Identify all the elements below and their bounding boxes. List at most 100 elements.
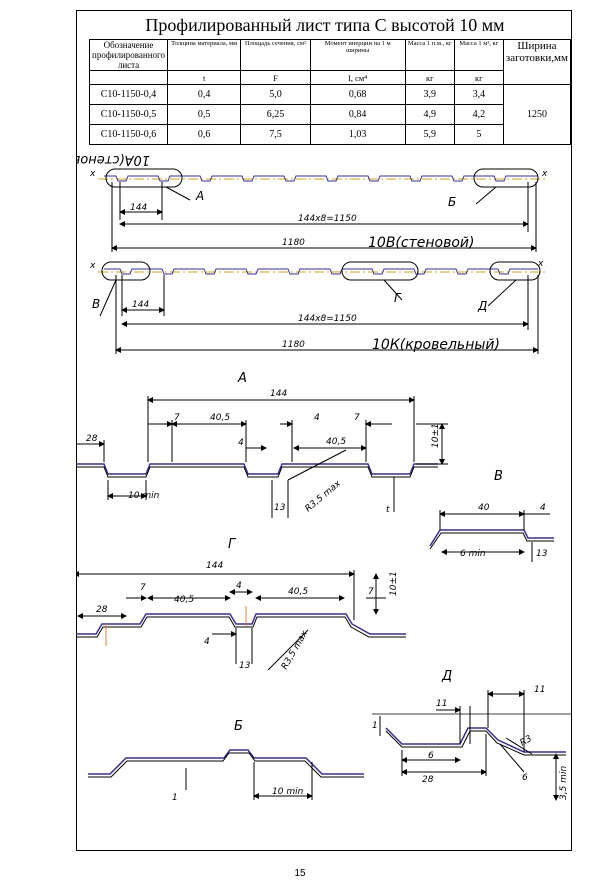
dim-text-10: 10±1 (431, 423, 441, 448)
roof-sheet-overview (98, 261, 546, 354)
detail-g-profile (76, 613, 406, 635)
unit-cell: кг (404, 70, 455, 85)
dim-text-7b: 7 (354, 413, 360, 423)
roof-profile-line (104, 268, 538, 275)
callout-label-a: А (195, 189, 204, 203)
dim-text-r35: R3,5 max (304, 479, 344, 515)
table-cell: 3,4 (453, 84, 504, 105)
detail-a-drawing (76, 396, 448, 518)
detail-g-drawing (76, 570, 406, 671)
dim-text-13: 13 (274, 503, 286, 513)
wall-sheet-overview (98, 168, 546, 252)
leader-d (487, 279, 517, 307)
detail-d-label: Д (441, 669, 452, 684)
dim-text-28: 28 (96, 605, 108, 615)
wall-mirror-label: 10А(стеновой) (76, 152, 150, 167)
table-cell: 0,68 (309, 84, 406, 105)
dim-text-13: 13 (536, 549, 548, 559)
dim-text-144: 144 (270, 389, 287, 399)
table-cell: 6,25 (240, 104, 311, 125)
detail-d-drawing (372, 690, 572, 801)
unit-cell: I, см⁴ (309, 70, 406, 85)
dim-text-r3: R3 (519, 734, 535, 749)
leader-r35 (267, 629, 309, 671)
detail-g-label: Г (228, 537, 237, 552)
dim-text-span: 144х8=1150 (298, 214, 357, 224)
dim-text-t: t (386, 505, 390, 515)
dim-text-4: 4 (540, 503, 546, 513)
table-cell: 1,03 (309, 124, 406, 145)
table-cell: 5,0 (240, 84, 311, 105)
dim-text-4a: 4 (314, 413, 320, 423)
dim-text-pitch: 144 (132, 300, 149, 310)
table-cell: 4,2 (453, 104, 504, 125)
dim-text-4b: 4 (204, 637, 210, 647)
dim-text-4a: 4 (236, 581, 242, 591)
axis-x-label: x (537, 259, 544, 269)
page-title: Профилированный лист типа С высотой 10 м… (145, 15, 505, 35)
dim-text-13: 13 (239, 661, 251, 671)
dim-text-total: 1180 (282, 238, 305, 248)
leader-r35 (287, 449, 347, 481)
dim-text-span: 144х8=1150 (298, 314, 357, 324)
spec-table: Обозначение профилированного листа Толщи… (89, 39, 572, 145)
dim-text-7a: 7 (140, 583, 146, 593)
axis-x-label: x (541, 169, 548, 179)
dim-text-28: 28 (86, 434, 98, 444)
col-header-blank-width: Ширина заготовки,мм (502, 39, 572, 85)
dim-text-405b: 40,5 (326, 437, 346, 447)
leader-b (475, 186, 497, 205)
dim-text-pitch: 144 (130, 203, 147, 213)
page-number: 15 (294, 868, 306, 879)
dim-text-405a: 40,5 (174, 595, 194, 605)
table-row: С10-1150-0,5 0,5 6,25 0,84 4,9 4,2 (89, 104, 571, 125)
drawing-sheet: Профилированный лист типа С высотой 10 м… (76, 10, 572, 851)
detail-b-drawing (88, 749, 364, 800)
unit-cell: t (166, 70, 242, 85)
dim-text-4b: 4 (238, 438, 244, 448)
col-header-inertia: Момент инерции на 1 м ширины (309, 39, 406, 71)
technical-drawing: x x 10А(стеновой) А Б 144 144х8=1150 118… (76, 152, 572, 803)
roof-sheet-name: 10К(кровельный) (372, 337, 500, 353)
table-cell: 0,6 (166, 124, 242, 145)
dim-text-6b: 6 (522, 773, 528, 783)
table-cell: 0,5 (166, 104, 242, 125)
dim-text-10min: 10 min (128, 491, 160, 501)
dim-text-35min: 3,5 min (559, 766, 569, 800)
table-cell: 5 (453, 124, 504, 145)
table-row: С10-1150-0,6 0,6 7,5 1,03 5,9 5 (89, 124, 571, 145)
dim-text-405b: 40,5 (288, 587, 308, 597)
callout-ellipse-b (473, 168, 539, 188)
axis-x-label: x (89, 261, 96, 271)
detail-v-profile-inner (429, 532, 554, 550)
dim-text-10: 10±1 (389, 571, 399, 596)
callout-label-d: Д (477, 299, 487, 313)
dim-text-1: 1 (172, 793, 178, 803)
dim-text-144: 144 (206, 561, 223, 571)
detail-a-profile-inner (76, 466, 438, 478)
table-units-row: t F I, см⁴ кг кг (89, 70, 571, 85)
detail-v-profile (429, 529, 554, 547)
dim-line-6b (499, 743, 525, 773)
callout-ellipse-g (341, 261, 419, 281)
leader-g (383, 279, 403, 301)
callout-label-g: Г (394, 291, 402, 305)
dim-text-7b: 7 (368, 587, 374, 597)
table-header-row: Обозначение профилированного листа Толщи… (89, 39, 572, 85)
col-header-mass-pm: Масса 1 п.м., кг (404, 39, 455, 71)
dim-text-40: 40 (478, 503, 490, 513)
wall-sheet-name: 10В(стеновой) (368, 235, 474, 251)
table-cell: 0,4 (166, 84, 242, 105)
table-cell: 0,84 (309, 104, 406, 125)
callout-ellipse-v (101, 261, 151, 281)
dim-text-405a: 40,5 (210, 413, 230, 423)
leader-r3 (505, 737, 533, 755)
dim-text-28: 28 (422, 775, 434, 785)
detail-d-profile-inner (385, 730, 566, 756)
callout-ellipse-d (489, 261, 541, 281)
col-header-area: Площадь сечения, см² (240, 39, 311, 71)
detail-b-profile-inner (88, 752, 364, 778)
detail-d-profile (385, 727, 566, 753)
axis-x-label: x (89, 169, 96, 179)
unit-cell: F (240, 70, 311, 85)
